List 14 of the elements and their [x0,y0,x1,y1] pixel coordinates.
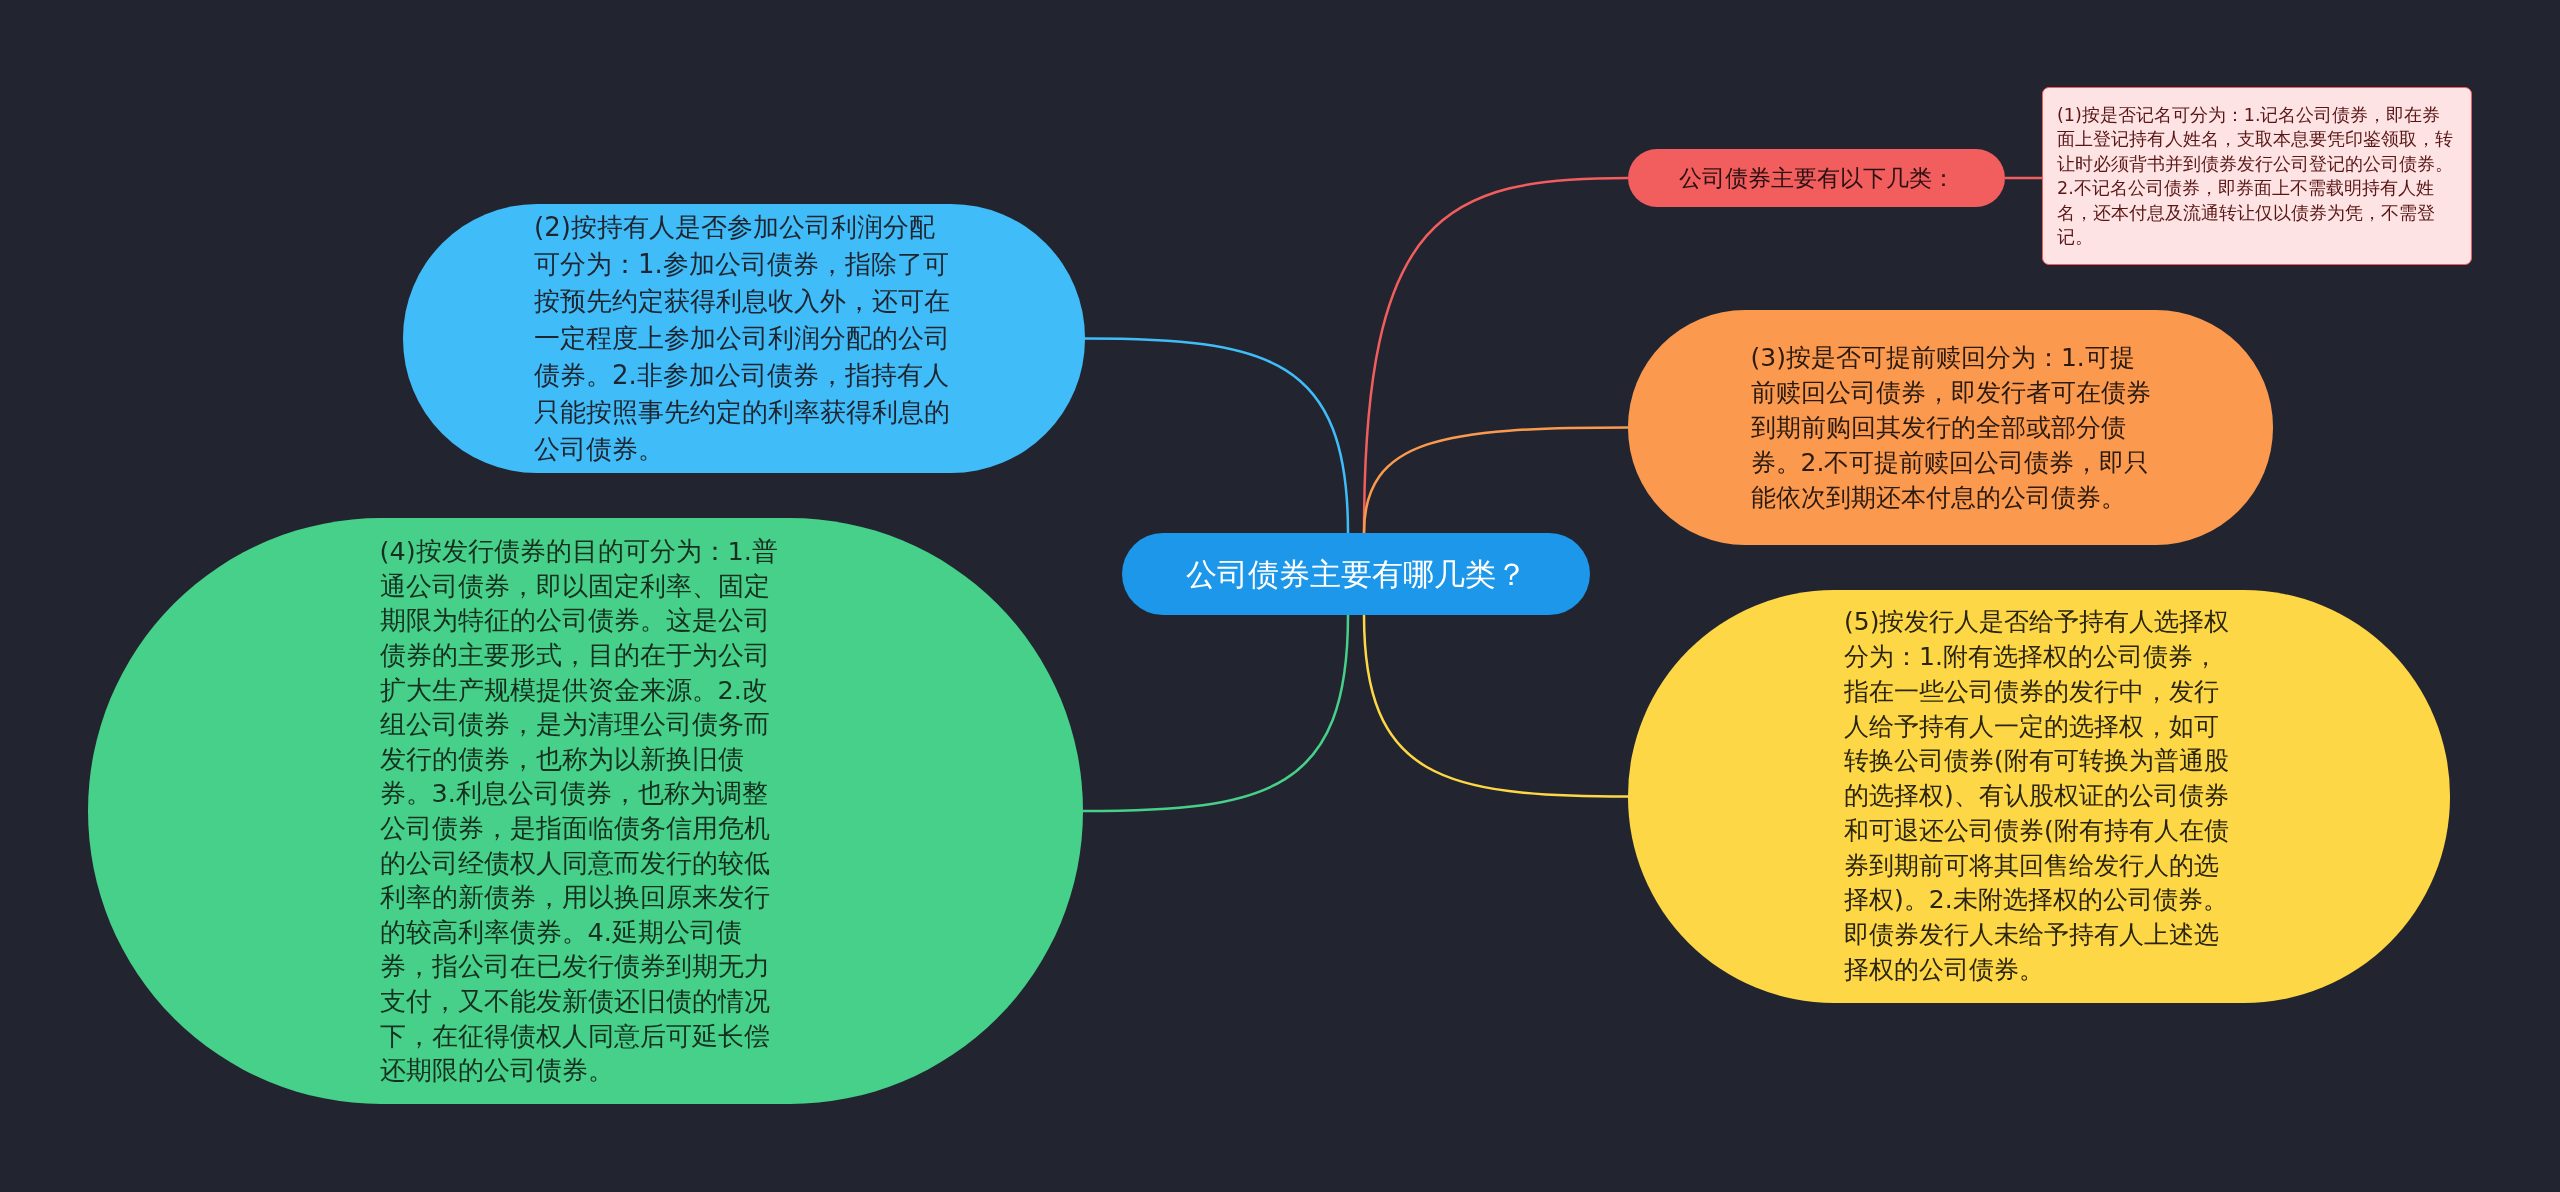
topic-text: 公司债券主要有以下几类： [1677,164,1956,193]
topic-text: (3)按是否可提前赎回分为：1.可提前赎回公司债券，即发行者可在债券到期前购回其发行的全部或部分债券。2.不可提前赎回公司债券，即只能依次到期还本付息的公司债券。 [1750,342,2151,514]
note-box [2042,87,2472,265]
connector-line [2005,176,2042,180]
topic-text: (2)按持有人是否参加公司利润分配可分为：1.参加公司债券，指除了可按预先约定获得利息收入外，还可在一定程度上参加公司利润分配的公司债券。2.非参加公司债券，指持有人只能按照事先约定的利率获得利息的公司债券。 [534,211,951,466]
topic-text: (5)按发行人是否给予持有人选择权分为：1.附有选择权的公司债券，指在一些公司债券的发行中，发行人给予持有人一定的选择权，如可转换公司债券(附有可转换为普通股的选择权)、有认股权证的公司债券和可退还公司债券(附有持有人在债券到期前可将其回售给发行人的选择权)。2.未附选择权的公司债券。即债券发行人未给予持有人上述选择权的公司债券。 [1844,606,2231,987]
topic-text: (1)按是否记名可分为：1.记名公司债券，即在券面上登记持有人姓名，支取本息要凭印鉴领取，转让时必须背书并到债券发行公司登记的公司债券。2.不记名公司债券，即券面上不需载明持有人姓名，还本付息及流通转让仅以债券为凭，不需登记。 [2057,103,2454,249]
topic-box [1628,149,2005,207]
connector-line [1362,426,1628,534]
connector-line [1362,614,1628,798]
connector-line [1083,614,1350,813]
topic-text: (4)按发行债券的目的可分为：1.普通公司债券，即以固定利率、固定期限为特征的公司债券。这是公司债券的主要形式，目的在于为公司扩大生产规模提供资金来源。2.改组公司债券，是为清理公司债务而发行的债券，也称为以新换旧债券。3.利息公司债券，也称为调整公司债券，是指面临债务信用危机的公司经债权人同意而发行的较低利率的新债券，用以换回原来发行的较高利率债券。4.延期公司债券，指公司在已发行债券到期无力支付，又不能发新债还旧债的情况下，在征得债权人同意后可延长偿还期限的公司债券。 [379,535,779,1088]
connector-line [1085,337,1350,534]
topic-text: 公司债券主要有哪几类？ [1184,555,1528,594]
